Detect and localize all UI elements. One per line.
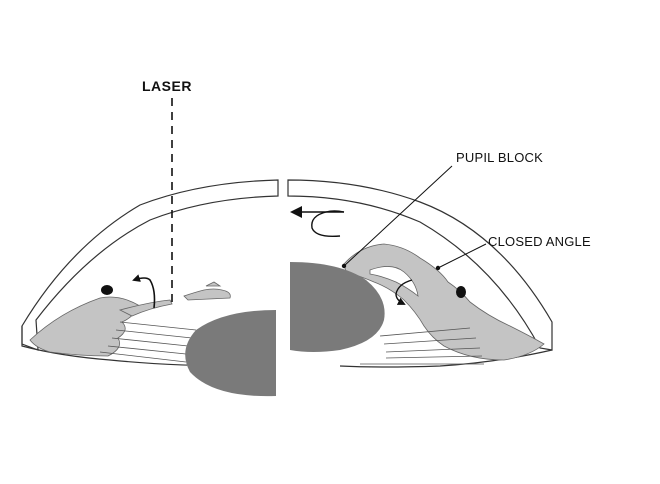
cornea-left bbox=[21, 179, 279, 351]
iris-fragment-left bbox=[183, 288, 231, 301]
aqueous-flow-arrow-posterior bbox=[395, 279, 413, 305]
laser-label: LASER bbox=[142, 78, 192, 94]
pupil-block-dot bbox=[341, 263, 347, 269]
trabecular-meshwork-right bbox=[456, 286, 466, 298]
iris-posterior-right bbox=[369, 266, 419, 297]
left-eye-half: LASER bbox=[21, 78, 279, 397]
lens-right bbox=[290, 262, 385, 352]
pupil-block-leader bbox=[343, 165, 453, 267]
zonules-right bbox=[360, 327, 484, 365]
closed-angle-leader bbox=[437, 243, 487, 269]
cornea-right bbox=[287, 179, 553, 351]
closed-angle-dot bbox=[435, 265, 441, 271]
zonules-left bbox=[99, 321, 197, 363]
trabecular-meshwork-left bbox=[101, 285, 113, 295]
right-eye-half: PUPIL BLOCK CLOSED ANGLE bbox=[287, 150, 591, 368]
lens-left bbox=[185, 310, 276, 397]
iris-left bbox=[118, 299, 173, 317]
aqueous-flow-arrow-left bbox=[132, 274, 156, 309]
iris-fragment-small bbox=[205, 281, 222, 287]
ciliary-body-left bbox=[29, 296, 141, 357]
aqueous-flow-arrow-anterior bbox=[311, 210, 345, 238]
aqueous-flow-arrowhead-anterior bbox=[290, 206, 302, 218]
pupil-block-label: PUPIL BLOCK bbox=[456, 150, 543, 165]
closed-angle-label: CLOSED ANGLE bbox=[488, 234, 591, 249]
